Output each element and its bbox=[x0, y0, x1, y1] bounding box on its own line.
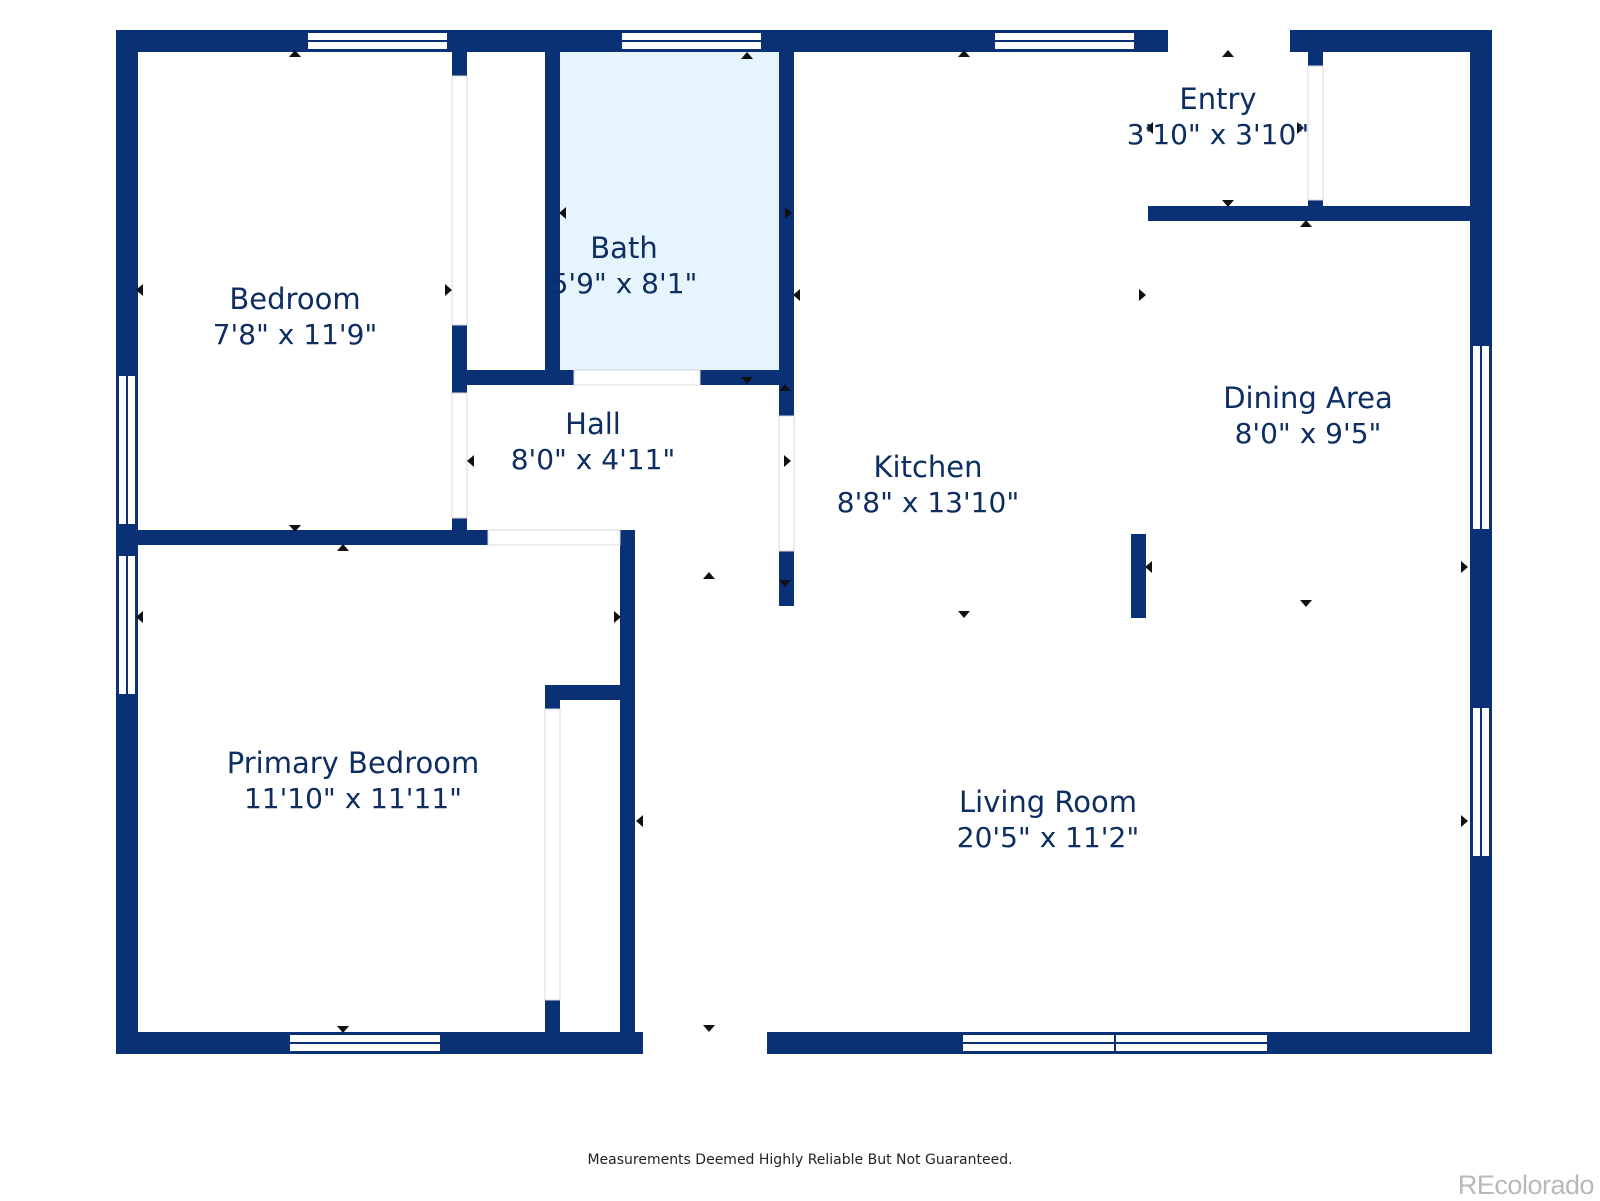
dining-area-name: Dining Area bbox=[1223, 381, 1393, 415]
openings bbox=[643, 30, 1290, 1054]
windows bbox=[117, 31, 1491, 1053]
brand-watermark: REcolorado bbox=[1457, 1170, 1595, 1200]
dimension-markers bbox=[136, 50, 1468, 1033]
primary-bedroom-name: Primary Bedroom bbox=[227, 746, 479, 780]
measurement-disclaimer: Measurements Deemed Highly Reliable But … bbox=[587, 1152, 1013, 1168]
door-panels bbox=[451, 65, 1324, 1001]
primary-bedroom-dimensions: 11'10" x 11'11" bbox=[244, 782, 462, 815]
kitchen-dimensions: 8'8" x 13'10" bbox=[837, 486, 1019, 519]
entry-name: Entry bbox=[1179, 82, 1256, 116]
living-room-name: Living Room bbox=[959, 785, 1137, 819]
hall-name: Hall bbox=[565, 407, 621, 441]
bath-name: Bath bbox=[590, 231, 657, 265]
room-labels: Bedroom 7'8" x 11'9" Bath 5'9" x 8'1" En… bbox=[213, 82, 1393, 854]
bath-dimensions: 5'9" x 8'1" bbox=[551, 267, 698, 300]
bath-floor-highlight bbox=[560, 50, 785, 370]
bedroom-dimensions: 7'8" x 11'9" bbox=[213, 318, 378, 351]
bedroom-name: Bedroom bbox=[229, 282, 360, 316]
walls bbox=[116, 30, 1492, 1054]
living-room-dimensions: 20'5" x 11'2" bbox=[957, 821, 1139, 854]
dining-area-dimensions: 8'0" x 9'5" bbox=[1235, 417, 1382, 450]
kitchen-name: Kitchen bbox=[874, 450, 983, 484]
hall-dimensions: 8'0" x 4'11" bbox=[511, 443, 676, 476]
entry-dimensions: 3'10" x 3'10" bbox=[1127, 118, 1309, 151]
